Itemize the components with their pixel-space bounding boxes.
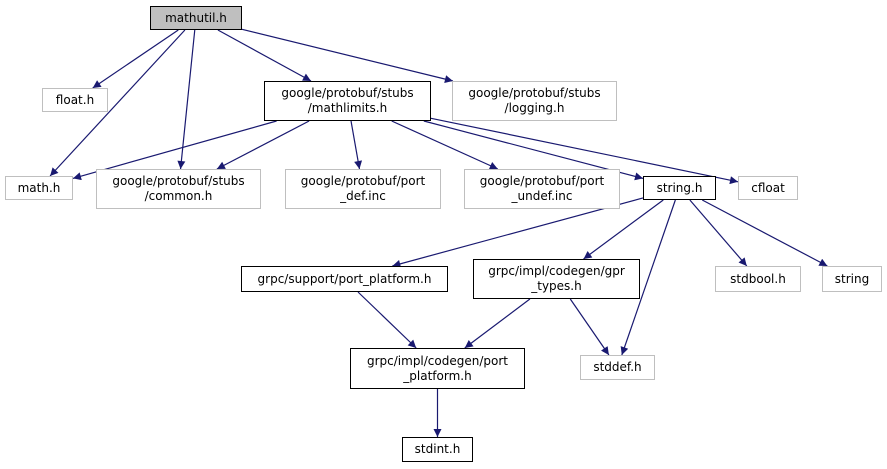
- edge-mathlimits-to-port_undef: [391, 120, 499, 170]
- node-math-h[interactable]: math.h: [5, 176, 73, 200]
- node-label-line-1: grpc/impl/codegen/port: [366, 353, 508, 368]
- edges-layer: [49, 28, 828, 437]
- node-port-undef-inc[interactable]: google/protobuf/port_undef.inc: [464, 169, 620, 209]
- node-label-line-1: google/protobuf/stubs: [468, 86, 601, 100]
- node-string[interactable]: string: [822, 266, 882, 292]
- node-stddef-h[interactable]: stddef.h: [580, 355, 655, 380]
- node-label: mathutil.h: [165, 10, 227, 25]
- edge-string_h-to-stddef: [620, 199, 676, 356]
- node-label: string: [834, 271, 870, 286]
- edge-mathlimits-to-common: [216, 120, 310, 170]
- node-mathlimits-h[interactable]: google/protobuf/stubs/mathlimits.h: [264, 81, 431, 121]
- node-label-line-1: google/protobuf/stubs: [281, 86, 414, 100]
- node-common-h[interactable]: google/protobuf/stubs/common.h: [96, 169, 261, 209]
- node-stdbool-h[interactable]: stdbool.h: [715, 266, 801, 292]
- edge-mathlimits-to-math: [72, 120, 277, 181]
- edge-mathlimits-to-string_h: [423, 120, 644, 181]
- node-label: grpc/support/port_platform.h: [257, 271, 432, 286]
- node-label-line-1: google/protobuf/port: [300, 174, 426, 188]
- edge-string_h-to-string: [701, 199, 828, 267]
- node-port-def-inc[interactable]: google/protobuf/port_def.inc: [285, 169, 441, 209]
- node-label-line-2: /mathlimits.h: [307, 101, 388, 115]
- node-label-line-1: google/protobuf/stubs: [112, 174, 245, 188]
- node-stdint-h[interactable]: stdint.h: [402, 437, 473, 462]
- node-gpr-types-h[interactable]: grpc/impl/codegen/gpr_types.h: [473, 259, 640, 299]
- edge-mathlimits-to-port_def: [350, 120, 363, 170]
- edge-support_port_platform-to-codegen_port_platform: [357, 291, 417, 349]
- node-string-h[interactable]: string.h: [643, 176, 716, 200]
- edge-mathutil-to-math: [49, 29, 186, 177]
- node-label-line-2: _undef.inc: [511, 189, 573, 203]
- node-label: stdbool.h: [730, 271, 786, 286]
- node-label-line-2: /common.h: [144, 189, 213, 203]
- node-label-line-2: _platform.h: [403, 368, 472, 383]
- edge-mathutil-to-logging: [241, 28, 454, 83]
- edge-string_h-to-support_port_platform: [392, 197, 644, 268]
- edge-gpr_types-to-codegen_port_platform: [464, 298, 531, 349]
- node-label: stdint.h: [414, 442, 461, 456]
- node-label-line-2: _def.inc: [340, 189, 386, 203]
- node-label: cfloat: [751, 180, 785, 195]
- node-cfloat[interactable]: cfloat: [738, 176, 798, 200]
- node-label: stddef.h: [593, 360, 642, 374]
- edge-mathutil-to-common: [177, 29, 196, 170]
- node-mathutil-h[interactable]: mathutil.h: [150, 6, 242, 30]
- node-float-h[interactable]: float.h: [42, 88, 108, 112]
- node-label-line-2: /logging.h: [504, 101, 565, 115]
- edge-mathutil-to-mathlimits: [217, 29, 312, 82]
- node-codegen-port-platform-h[interactable]: grpc/impl/codegen/port_platform.h: [350, 348, 525, 389]
- edge-string_h-to-stdbool: [689, 199, 748, 267]
- edge-mathlimits-to-cfloat: [430, 117, 739, 185]
- edge-string_h-to-gpr_types: [583, 199, 664, 260]
- node-label: float.h: [55, 92, 95, 107]
- node-label: string.h: [656, 180, 703, 195]
- node-label: math.h: [17, 180, 61, 195]
- edge-mathutil-to-float: [92, 29, 179, 89]
- node-label-line-1: google/protobuf/port: [479, 174, 605, 188]
- node-label-line-2: _types.h: [531, 279, 582, 293]
- edge-gpr_types-to-stddef: [569, 298, 610, 356]
- node-support-port-platform-h[interactable]: grpc/support/port_platform.h: [241, 266, 448, 292]
- node-logging-h[interactable]: google/protobuf/stubs/logging.h: [452, 81, 617, 121]
- node-label-line-1: grpc/impl/codegen/gpr: [488, 264, 625, 278]
